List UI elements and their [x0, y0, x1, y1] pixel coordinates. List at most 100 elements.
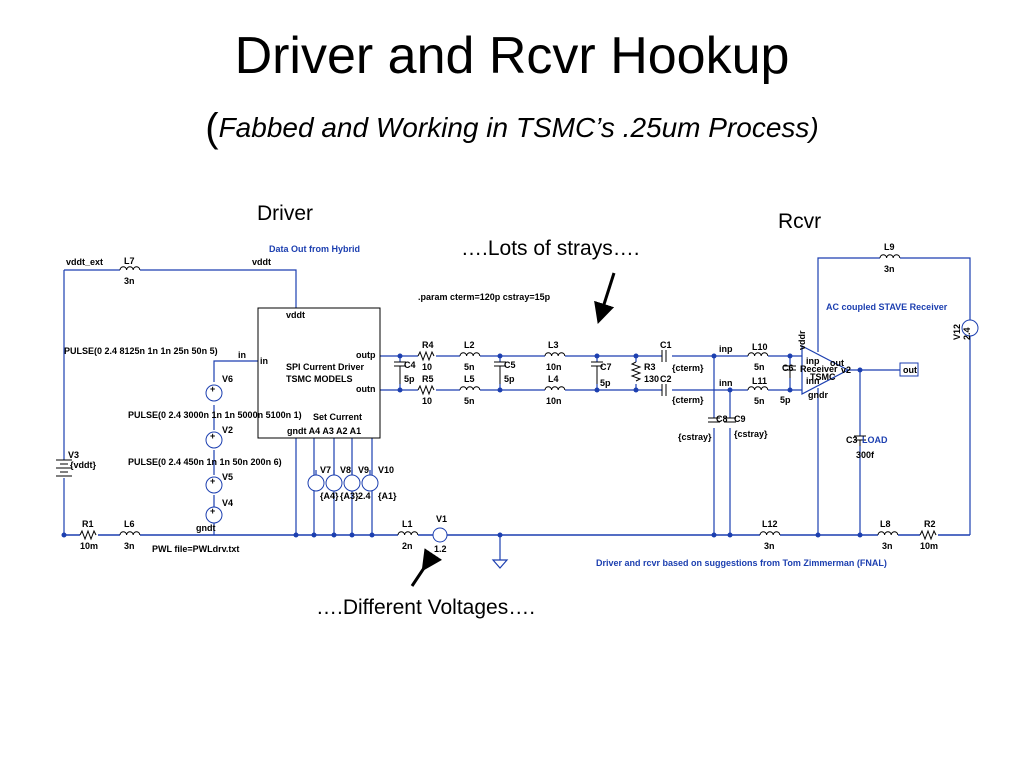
C7-label: C7 [600, 362, 612, 372]
voltages-arrow [410, 548, 443, 587]
L4-symbol [544, 386, 566, 391]
receiver-out-pin: out [830, 358, 844, 368]
C3-value: 300f [856, 450, 875, 460]
slide-title: Driver and Rcvr Hookup [234, 27, 790, 85]
junction-dots [61, 353, 863, 538]
V12-value: 2.4 [962, 327, 972, 340]
driver-bottom-pins: gndt A4 A3 A2 A1 [287, 426, 361, 436]
L10-value: 5n [754, 362, 765, 372]
V5-label: V5 [222, 472, 233, 482]
V4-label: V4 [222, 498, 233, 508]
strays-annotation: ….Lots of strays…. [461, 237, 640, 260]
V2-label: V2 [222, 425, 233, 435]
voltage-sources: + + + + [205, 319, 979, 543]
L5-label: L5 [464, 374, 475, 384]
param-note: .param cterm=120p cstray=15p [418, 292, 551, 302]
V6-label: V6 [222, 374, 233, 384]
R1-value: 10m [80, 541, 98, 551]
plus-sign-icon: + [210, 476, 215, 486]
out-terminal [899, 362, 919, 377]
plus-sign-icon: + [210, 431, 215, 441]
C5-value: 5p [504, 374, 515, 384]
C4-label: C4 [404, 360, 416, 370]
V10-value: {A1} [378, 491, 397, 501]
C2-label: C2 [660, 374, 672, 384]
slide-subtitle: (Fabbed and Working in TSMC’s .25um Proc… [0, 108, 1024, 148]
V8-label: V8 [340, 465, 351, 475]
C9-value: {cstray} [734, 429, 768, 439]
L7-value: 3n [124, 276, 135, 286]
L1-symbol [397, 531, 419, 536]
L12-symbol [759, 531, 781, 536]
C4-value: 5p [404, 374, 415, 384]
part-labels: L7 3n V6 V2 V5 V4 V3 {vddt} R1 10m L6 3n… [68, 242, 938, 554]
C8-label: C8 [716, 414, 728, 424]
R4-label: R4 [422, 340, 434, 350]
R5-value: 10 [422, 396, 432, 406]
rcvr-annotation: Rcvr [778, 210, 822, 233]
receiver-inn-pin: inn [806, 376, 820, 386]
pulse-v6-note: PULSE(0 2.4 8125n 1n 1n 25n 50n 5) [64, 346, 218, 356]
C6-value: 5p [780, 395, 791, 405]
driver-set-current: Set Current [313, 412, 362, 422]
receiver-v2-net: v2 [841, 365, 851, 375]
C1-label: C1 [660, 340, 672, 350]
R3-label: R3 [644, 362, 656, 372]
receiver-gndr-pin: gndr [808, 390, 828, 400]
V2-source [205, 431, 223, 449]
receiver-vddr-pin: vddr [797, 330, 807, 350]
pwl-note: PWL file=PWLdrv.txt [152, 544, 239, 554]
driver-outp-pin: outp [356, 350, 376, 360]
C1-symbol [661, 350, 667, 362]
net-vddt-ext: vddt_ext [66, 257, 103, 267]
battery-icon [56, 459, 72, 477]
pulse-v5-note: PULSE(0 2.4 450n 1n 1n 50n 200n 6) [128, 457, 282, 467]
V12-source [961, 319, 979, 337]
strays-arrow [594, 272, 616, 325]
V8-source [325, 474, 343, 492]
V12-label: V12 [952, 324, 962, 340]
V4-source [205, 506, 223, 524]
net-vddt: vddt [252, 257, 271, 267]
C6-label: C6 [782, 363, 794, 373]
R3-symbol [630, 361, 642, 382]
net-gndt: gndt [196, 523, 216, 533]
L6-label: L6 [124, 519, 135, 529]
L3-label: L3 [548, 340, 559, 350]
C9-label: C9 [734, 414, 746, 424]
L9-symbol [879, 254, 901, 259]
L8-value: 3n [882, 541, 893, 551]
C3-symbol [854, 435, 866, 446]
V7-source [307, 474, 325, 492]
L12-label: L12 [762, 519, 778, 529]
L11-symbol [747, 386, 769, 391]
C7-symbol [591, 361, 603, 384]
C1-value: {cterm} [672, 363, 704, 373]
net-inp: inp [719, 344, 733, 354]
receiver-tsmc: TSMC [810, 372, 836, 382]
V1-value: 1.2 [434, 544, 447, 554]
L6-symbol [119, 531, 141, 536]
V3-label: V3 [68, 450, 79, 460]
L2-value: 5n [464, 362, 475, 372]
net-in: in [238, 350, 246, 360]
L9-value: 3n [884, 264, 895, 274]
R5-symbol [417, 384, 435, 396]
driver-vddt-pin: vddt [286, 310, 305, 320]
L10-label: L10 [752, 342, 768, 352]
L7-label: L7 [124, 256, 135, 266]
driver-block [257, 307, 381, 439]
C5-label: C5 [504, 360, 516, 370]
C2-symbol [661, 384, 667, 396]
R1-label: R1 [82, 519, 94, 529]
C2-value: {cterm} [672, 395, 704, 405]
L7-symbol [119, 266, 141, 271]
L11-value: 5n [754, 396, 765, 406]
C7-value: 5p [600, 378, 611, 388]
L4-value: 10n [546, 396, 562, 406]
R2-label: R2 [924, 519, 936, 529]
V7-value: {A4} [320, 491, 339, 501]
V1-source [432, 527, 448, 543]
L5-value: 5n [464, 396, 475, 406]
